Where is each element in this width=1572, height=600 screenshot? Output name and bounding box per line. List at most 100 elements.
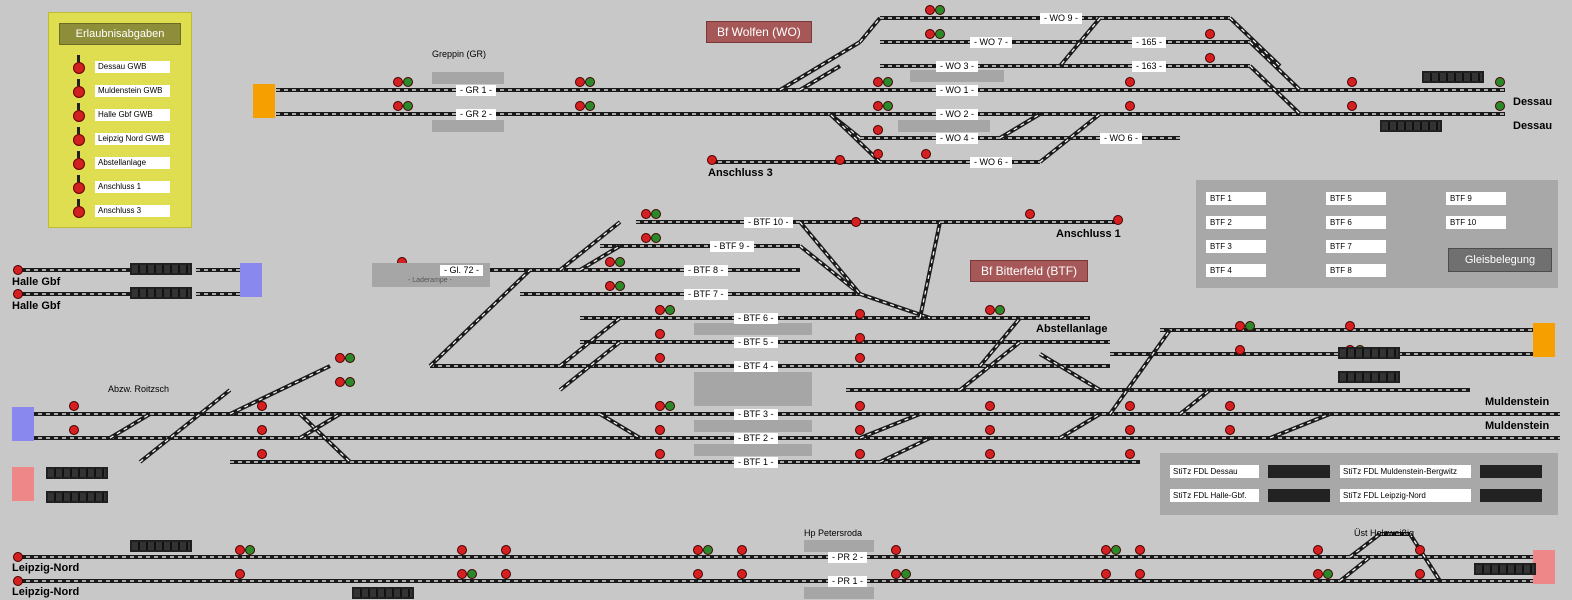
signal-icon[interactable] [345, 377, 355, 387]
signal-icon[interactable] [655, 425, 665, 435]
signal-icon[interactable] [1415, 545, 1425, 555]
signal-icon[interactable] [1313, 569, 1323, 579]
signal-icon[interactable] [1135, 569, 1145, 579]
gleisbelegung-button[interactable]: Gleisbelegung [1448, 248, 1552, 272]
signal-icon[interactable] [615, 281, 625, 291]
track-label-btf4[interactable]: - BTF 4 - [734, 361, 778, 372]
signal-icon[interactable] [855, 449, 865, 459]
legend-item[interactable]: Abstellanlage [49, 151, 191, 171]
signal-icon[interactable] [403, 101, 413, 111]
track-label-gr1[interactable]: - GR 1 - [456, 85, 497, 96]
signal-icon[interactable] [737, 569, 747, 579]
signal-icon[interactable] [69, 401, 79, 411]
signal-icon[interactable] [393, 77, 403, 87]
signal-icon[interactable] [257, 401, 267, 411]
track-label-btf1[interactable]: - BTF 1 - [734, 457, 778, 468]
track-label-btf3[interactable]: - BTF 3 - [734, 409, 778, 420]
legend-item[interactable]: Dessau GWB [49, 55, 191, 75]
signal-icon[interactable] [605, 257, 615, 267]
signal-icon[interactable] [335, 353, 345, 363]
track-label-btf5[interactable]: - BTF 5 - [734, 337, 778, 348]
signal-icon[interactable] [1205, 29, 1215, 39]
btf-item[interactable]: BTF 7 [1326, 240, 1386, 253]
signal-icon[interactable] [641, 209, 651, 219]
signal-icon[interactable] [655, 305, 665, 315]
stitz-counter[interactable] [1268, 489, 1330, 502]
signal-icon[interactable] [13, 576, 23, 586]
signal-icon[interactable] [883, 101, 893, 111]
signal-icon[interactable] [245, 545, 255, 555]
signal-icon[interactable] [1323, 569, 1333, 579]
signal-icon[interactable] [1125, 425, 1135, 435]
track-label-btf2[interactable]: - BTF 2 - [734, 433, 778, 444]
signal-icon[interactable] [1225, 401, 1235, 411]
signal-icon[interactable] [1125, 101, 1135, 111]
signal-icon[interactable] [1495, 101, 1505, 111]
signal-icon[interactable] [855, 401, 865, 411]
signal-icon[interactable] [655, 353, 665, 363]
stitz-item[interactable]: StiTz FDL Dessau [1170, 465, 1259, 478]
track-label-wo7[interactable]: - WO 7 - [970, 37, 1012, 48]
legend-item[interactable]: Anschluss 3 [49, 199, 191, 219]
signal-icon[interactable] [641, 233, 651, 243]
track-label-btf9[interactable]: - BTF 9 - [710, 241, 754, 252]
signal-icon[interactable] [13, 552, 23, 562]
signal-icon[interactable] [651, 233, 661, 243]
signal-icon[interactable] [13, 289, 23, 299]
signal-icon[interactable] [585, 77, 595, 87]
signal-icon[interactable] [655, 401, 665, 411]
signal-icon[interactable] [855, 333, 865, 343]
signal-icon[interactable] [873, 101, 883, 111]
signal-icon[interactable] [1235, 345, 1245, 355]
track-label-wo9[interactable]: - WO 9 - [1040, 13, 1082, 24]
signal-icon[interactable] [393, 101, 403, 111]
signal-icon[interactable] [985, 305, 995, 315]
signal-icon[interactable] [235, 545, 245, 555]
btf-item[interactable]: BTF 8 [1326, 264, 1386, 277]
train-number-field[interactable] [1474, 563, 1536, 575]
track-label-165[interactable]: - 165 - [1132, 37, 1167, 48]
stitz-counter[interactable] [1268, 465, 1330, 478]
signal-icon[interactable] [693, 569, 703, 579]
legend-item[interactable]: Halle Gbf GWB [49, 103, 191, 123]
track-label-btf6[interactable]: - BTF 6 - [734, 313, 778, 324]
signal-icon[interactable] [69, 425, 79, 435]
btf-item[interactable]: BTF 2 [1206, 216, 1266, 229]
btf-item[interactable]: BTF 10 [1446, 216, 1506, 229]
legend-item[interactable]: Anschluss 1 [49, 175, 191, 195]
signal-icon[interactable] [655, 329, 665, 339]
signal-icon[interactable] [457, 545, 467, 555]
track-label-btf8[interactable]: - BTF 8 - [684, 265, 728, 276]
train-number-field[interactable] [130, 540, 192, 552]
signal-icon[interactable] [1347, 77, 1357, 87]
signal-icon[interactable] [1135, 545, 1145, 555]
signal-icon[interactable] [985, 449, 995, 459]
signal-icon[interactable] [855, 353, 865, 363]
signal-icon[interactable] [985, 425, 995, 435]
signal-icon[interactable] [605, 281, 615, 291]
track-label-gr2[interactable]: - GR 2 - [456, 109, 497, 120]
track-label-gl72[interactable]: - Gl. 72 - [440, 265, 484, 276]
stitz-counter[interactable] [1480, 489, 1542, 502]
signal-icon[interactable] [925, 5, 935, 15]
track-label-pr2[interactable]: - PR 2 - [828, 552, 868, 563]
legend-item[interactable]: Muldenstein GWB [49, 79, 191, 99]
signal-icon[interactable] [873, 77, 883, 87]
train-number-field[interactable] [1338, 347, 1400, 359]
signal-icon[interactable] [935, 5, 945, 15]
track-label-pr1[interactable]: - PR 1 - [828, 576, 868, 587]
signal-icon[interactable] [1111, 545, 1121, 555]
signal-icon[interactable] [575, 101, 585, 111]
train-number-field[interactable] [1422, 71, 1484, 83]
signal-icon[interactable] [1495, 77, 1505, 87]
track-label-btf7[interactable]: - BTF 7 - [684, 289, 728, 300]
signal-icon[interactable] [855, 425, 865, 435]
track-label-wo1[interactable]: - WO 1 - [936, 85, 978, 96]
signal-icon[interactable] [1125, 449, 1135, 459]
train-number-field[interactable] [1338, 371, 1400, 383]
signal-icon[interactable] [235, 569, 245, 579]
signal-icon[interactable] [883, 77, 893, 87]
signal-icon[interactable] [925, 29, 935, 39]
signal-icon[interactable] [1225, 425, 1235, 435]
signal-icon[interactable] [891, 545, 901, 555]
